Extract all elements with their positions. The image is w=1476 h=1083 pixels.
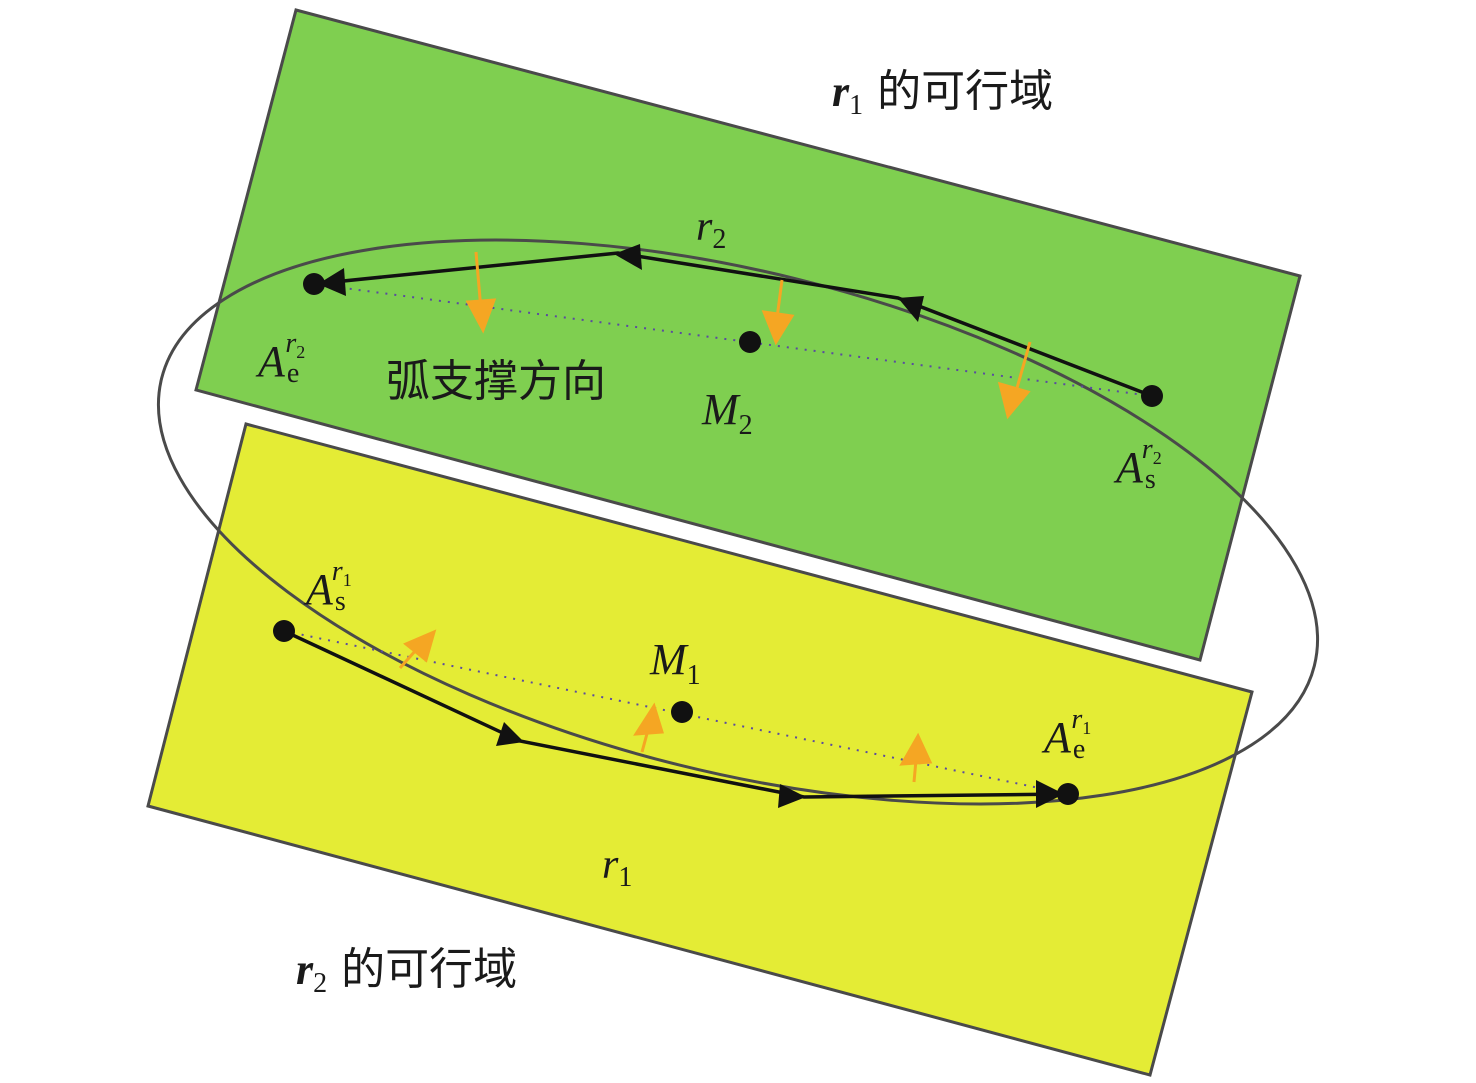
support-arrow-head	[997, 381, 1031, 420]
path-r2	[313, 251, 1153, 398]
chord-r1	[283, 630, 1069, 795]
arrowhead-r2-c	[318, 268, 346, 296]
path-r1	[283, 629, 1069, 799]
support-arrow-head	[633, 702, 664, 736]
label-M1: M1	[649, 635, 701, 691]
label-As-r2: Asr2	[1113, 434, 1162, 495]
ellipse-boundary	[156, 238, 1320, 806]
point-As-r2	[1141, 385, 1163, 407]
support-arrow-head	[899, 732, 933, 766]
support-arrow-head	[465, 298, 497, 334]
point-Ae-r1	[1057, 783, 1079, 805]
support-arrow	[398, 649, 418, 669]
arrowhead-r2-a	[898, 296, 924, 322]
label-arc-support-direction: 弧支撑方向	[386, 356, 606, 407]
label-Ae-r1: Aer1	[1041, 704, 1091, 765]
point-As-r1	[273, 620, 295, 642]
label-r1-curve: r1	[602, 842, 632, 893]
label-M2: M2	[701, 385, 753, 441]
label-r2-domain: r2 的可行域	[296, 944, 517, 999]
point-M2	[739, 331, 761, 353]
label-Ae-r2: Aer2	[255, 328, 305, 389]
arrowhead-r1-a	[496, 722, 524, 746]
support-arrow	[775, 279, 784, 319]
arrowhead-r2-b	[614, 244, 642, 270]
label-As-r1: Asr1	[303, 556, 352, 617]
yellow-region	[146, 422, 1254, 1077]
support-arrow	[1015, 341, 1032, 389]
support-arrow-head	[761, 310, 795, 346]
arrowhead-r1-c	[1036, 780, 1064, 808]
point-M1	[671, 701, 693, 723]
arrowhead-r1-b	[778, 784, 806, 808]
label-r1-domain: r1 的可行域	[832, 66, 1053, 121]
label-r2-curve: r2	[696, 204, 726, 255]
support-arrow-head	[403, 629, 437, 663]
point-Ae-r2	[303, 273, 325, 295]
